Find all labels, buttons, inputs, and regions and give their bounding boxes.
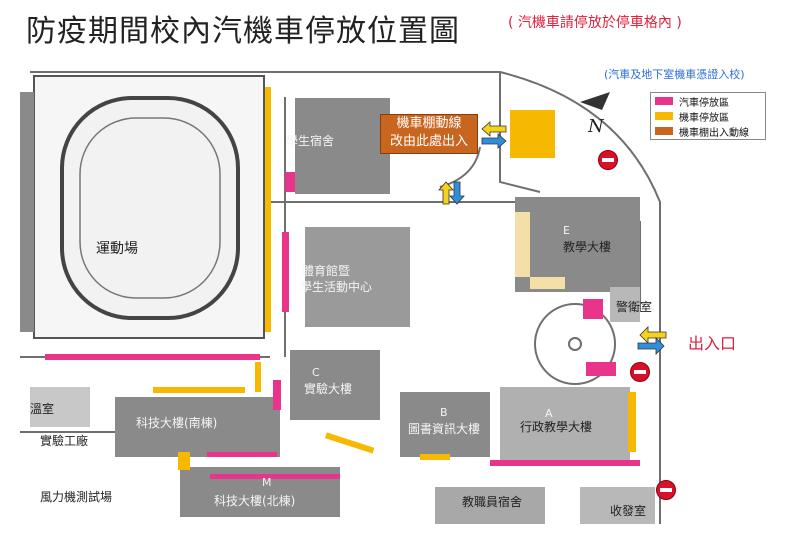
legend-item-car: 汽車停放區 [655,94,761,109]
label-recycling: 收發室 [610,504,647,518]
legend-label-car: 汽車停放區 [679,97,729,109]
legend-swatch-moto [655,112,673,120]
moto-parking-zone [255,362,261,392]
greenhouse-building [30,387,90,427]
car-parking-zone [586,362,616,376]
moto-parking-zone [324,432,375,454]
label-greenhouse: 溫室 [30,402,55,416]
admin-building-a [500,387,630,462]
moto-parking-zone [265,87,271,332]
label-lab-hall: 實驗工廠 [40,434,89,448]
label-c-name: 實驗大樓 [304,382,353,396]
car-parking-zone [273,380,281,410]
moto-parking-zone [510,110,555,158]
label-c: C [312,366,320,379]
light-zones [515,212,565,289]
arrow-yellow-left [481,121,507,137]
map-legend: 汽車停放區 機車停放區 機車棚出入動線 [650,92,766,140]
moto-parking-zone [153,387,245,393]
car-parking-zone [45,354,260,360]
arrow-blue-right [481,133,507,149]
callout-line-2: 改由此處出入 [389,134,468,149]
legend-label-route: 機車棚出入動線 [679,127,749,139]
callout-line-1: 機車棚動線 [396,116,462,131]
no-entry-icon [630,362,650,382]
staff-dorm-building [435,487,545,524]
car-parking-zone [583,299,603,319]
no-entry-icon [598,150,618,170]
label-gym-1: 體育館暨 [302,264,351,278]
car-parking-zone [490,460,640,466]
car-parking-areas [45,172,640,479]
stadium [20,75,265,339]
arrow-blue-down [449,181,465,205]
moto-parking-areas [153,87,636,470]
car-parking-zone [207,452,277,457]
car-parking-zone [210,474,340,479]
legend-label-moto: 機車停放區 [679,112,729,124]
label-a: A [545,407,553,420]
recycling-building [580,487,655,524]
buildings [30,98,655,524]
moto-route-callout: 機車棚動線 改由此處出入 [380,114,478,154]
moto-parking-zone [628,392,636,452]
label-m: M [262,476,272,489]
legend-swatch-car [655,97,673,105]
legend-item-route: 機車棚出入動線 [655,124,761,139]
car-parking-zone [285,172,295,192]
library-building-b [400,392,490,457]
guard-building [610,287,640,322]
lab-building-c [290,350,380,420]
arrow-yellow-up [438,181,454,205]
moto-parking-zone [178,452,190,470]
page-subtitle: ( 汽機車請停放於停車格內 ) [508,15,682,31]
car-parking-zone [282,232,289,312]
legend-item-moto: 機車停放區 [655,109,761,124]
moto-parking-zone [420,454,450,460]
entrance-label: 出入口 [688,334,737,353]
label-b: B [440,406,448,419]
label-guard: 警衛室 [616,300,653,314]
arrow-blue-right-gate [637,337,665,355]
page-title: 防疫期間校內汽機車停放位置圖 [26,14,460,49]
label-tech-south: 科技大樓(南棟) [136,416,218,430]
campus-map [20,71,667,524]
label-admin: 行政教學大樓 [520,420,593,434]
arrow-yellow-left-gate [639,326,667,344]
label-wind-tunnel: 風力機測試場 [40,490,113,504]
dorm-building [295,98,390,194]
legend-swatch-route [655,127,673,135]
label-e: E [563,224,570,237]
compass-icon [580,92,610,110]
flow-arrows [438,121,667,355]
label-dorm: 學生宿舍 [286,134,335,148]
label-staff-dorm: 教職員宿舍 [462,495,523,509]
north-label: N [588,116,604,137]
gym-building [305,227,410,327]
tech-south-building [115,397,280,457]
label-library: 圖書資訊大樓 [408,422,481,436]
label-tech-north: 科技大樓(北棟) [214,494,296,508]
label-teaching: 教學大樓 [563,240,612,254]
no-entry-icon [656,480,676,500]
label-gym-2: 學生活動中心 [300,280,373,294]
teaching-building [515,197,640,292]
label-stadium: 運動場 [96,241,138,257]
entry-note: (汽車及地下室機車憑證入校) [604,68,745,81]
